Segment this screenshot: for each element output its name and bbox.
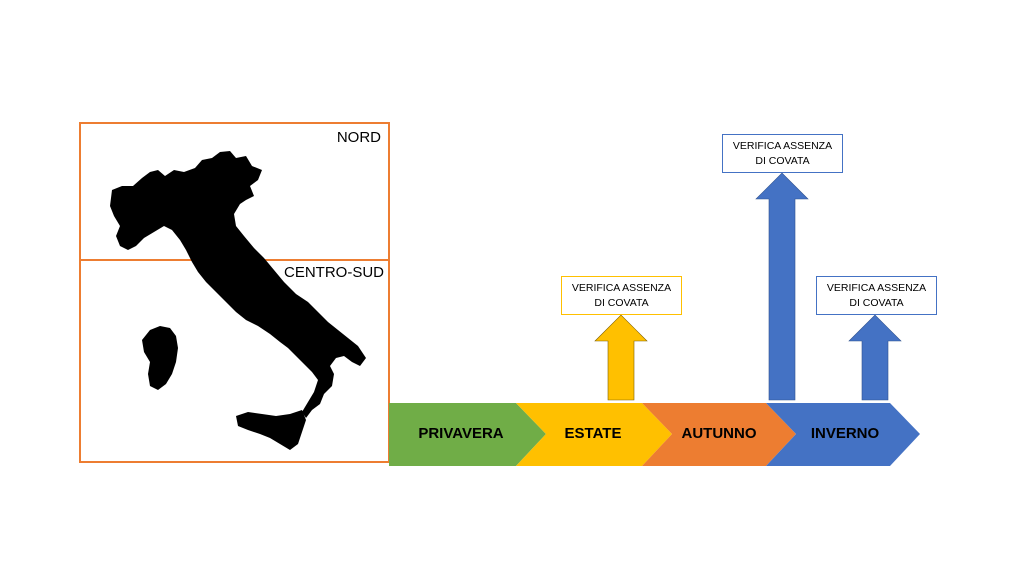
sardinia-island	[142, 326, 178, 390]
note-box-inverno-nord: VERIFICA ASSENZA DI COVATA	[722, 134, 843, 173]
italy-mainland	[110, 151, 366, 418]
note-estate-line2: DI COVATA	[594, 296, 649, 309]
italy-map-icon	[110, 151, 366, 450]
note-box-estate: VERIFICA ASSENZA DI COVATA	[561, 276, 682, 315]
sicily-island	[236, 410, 306, 450]
up-arrow-inverno-sud	[848, 314, 902, 401]
season-label-autunno: AUTUNNO	[681, 425, 757, 442]
note-inverno-nord-line1: VERIFICA ASSENZA	[732, 139, 833, 152]
season-label-estate: ESTATE	[564, 425, 622, 442]
season-label-inverno: INVERNO	[810, 425, 880, 442]
note-box-inverno-sud: VERIFICA ASSENZA DI COVATA	[816, 276, 937, 315]
up-arrow-estate	[594, 314, 648, 401]
note-inverno-sud-line2: DI COVATA	[849, 296, 904, 309]
note-inverno-nord-line2: DI COVATA	[755, 154, 810, 167]
season-arrow-primavera	[389, 403, 546, 466]
up-arrow-inverno-nord	[755, 172, 809, 401]
note-inverno-sud-line1: VERIFICA ASSENZA	[826, 281, 927, 294]
season-arrow-estate	[516, 403, 672, 466]
season-label-primavera: PRIVAVERA	[418, 425, 504, 442]
note-estate-line1: VERIFICA ASSENZA	[571, 281, 672, 294]
region-label-centro-sud: CENTRO-SUD	[284, 264, 384, 281]
region-label-nord: NORD	[336, 129, 381, 146]
season-arrow-autunno	[642, 403, 796, 466]
season-arrow-inverno	[766, 403, 920, 466]
